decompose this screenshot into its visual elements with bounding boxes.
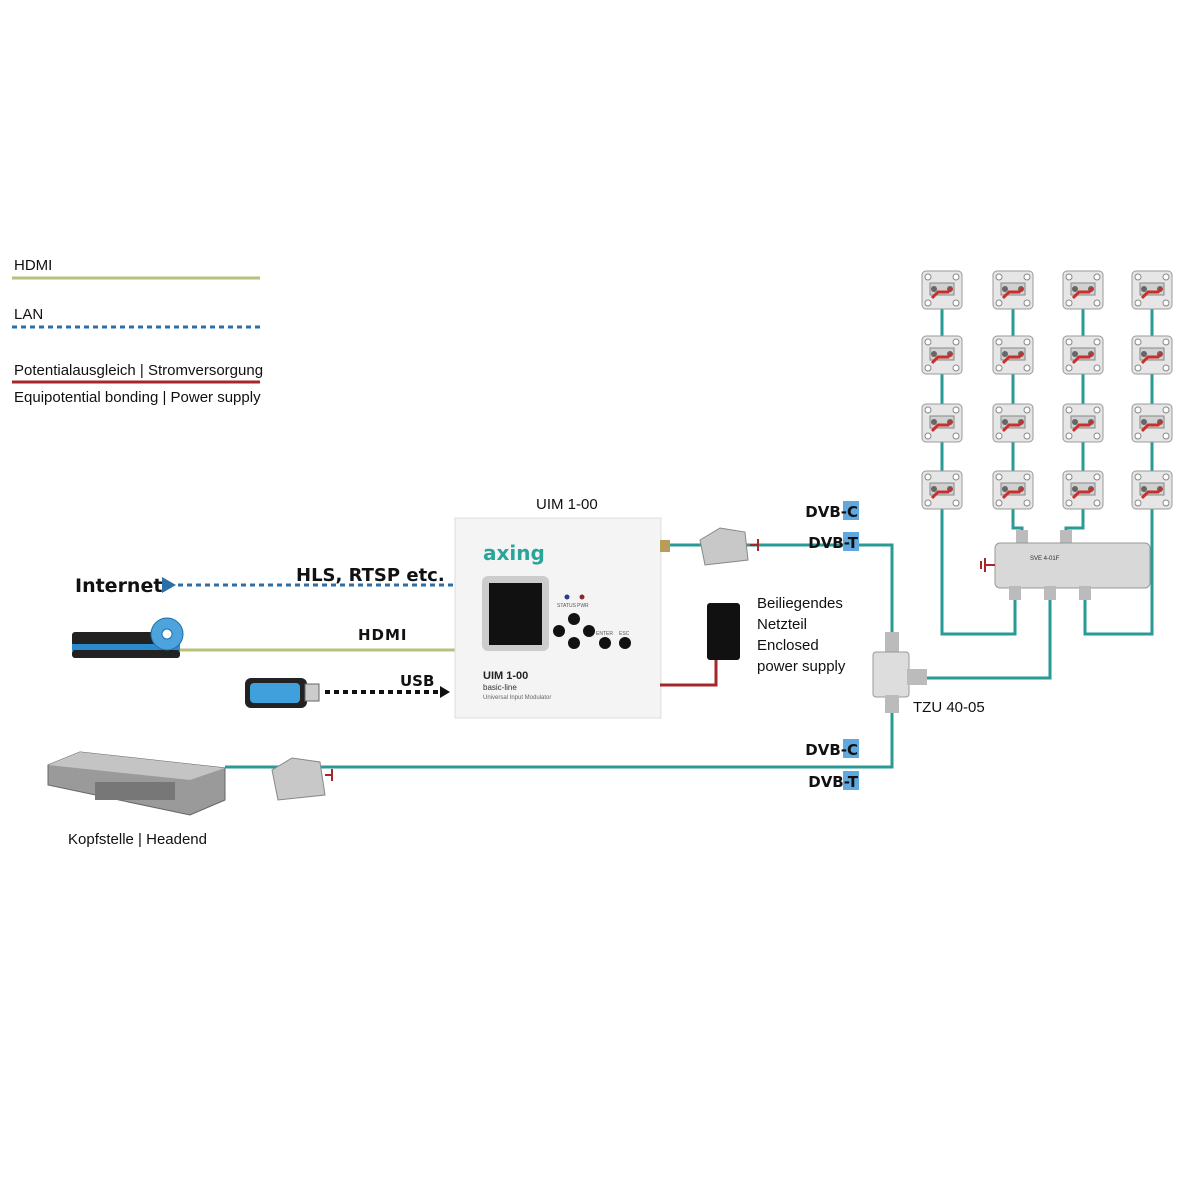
esc-label: ESC (619, 631, 630, 637)
antenna-outlet (920, 269, 964, 311)
antenna-outlet (1130, 334, 1174, 376)
antenna-outlet (920, 402, 964, 444)
dvb-c-logo-bottom: DVB-C (805, 739, 859, 759)
antenna-outlet (1130, 269, 1174, 311)
up-button (568, 613, 580, 625)
antenna-outlet (1130, 402, 1174, 444)
dvb-t-logo-top: DVB-T (808, 532, 859, 552)
modulator-uim: axing STATUS PWR ENTER ESC UIM 1-00 basi… (454, 517, 670, 719)
headend-device (47, 751, 226, 816)
status-led-label: STATUS (557, 603, 577, 609)
splitter-label: SVE 4-01F (1030, 556, 1060, 562)
antenna-outlet (1061, 269, 1105, 311)
dvb-t-label: DVB-T (808, 534, 859, 552)
svg-text:power supply: power supply (757, 658, 846, 675)
enter-label: ENTER (596, 631, 613, 637)
down-button (568, 637, 580, 649)
svg-text:Beiliegendes: Beiliegendes (757, 595, 843, 612)
combiner-tzu (872, 632, 927, 713)
svg-text:Netzteil: Netzteil (757, 616, 807, 633)
antenna-outlet (991, 269, 1035, 311)
antenna-outlet (991, 334, 1035, 376)
antenna-outlet (991, 469, 1035, 511)
antenna-outlet (1061, 469, 1105, 511)
legend-power-label-de: Potentialausgleich | Stromversorgung (14, 362, 263, 379)
headend-label: Kopfstelle | Headend (68, 831, 207, 848)
legend-hdmi-label: HDMI (14, 257, 52, 274)
arrow-icon (440, 686, 450, 698)
usb-label: USB (400, 672, 434, 690)
legend-lan-label: LAN (14, 306, 43, 323)
antenna-outlet (920, 469, 964, 511)
dvb-c-label: DVB-C (805, 741, 858, 759)
dvb-t-logo-bottom: DVB-T (808, 771, 859, 791)
dvb-t-label: DVB-T (808, 773, 859, 791)
series-label: basic-line (483, 683, 517, 692)
antenna-outlet (1130, 469, 1174, 511)
power-cable (660, 660, 718, 687)
pwr-led-label: PWR (577, 603, 589, 609)
dvb-c-logo-top: DVB-C (805, 501, 859, 521)
splitter-sve: SVE 4-01F (980, 530, 1151, 600)
model-label: UIM 1-00 (483, 670, 528, 682)
status-led (564, 594, 570, 600)
bluray-player (72, 617, 184, 658)
modulator-title: UIM 1-00 (536, 496, 598, 513)
enter-button (599, 637, 611, 649)
earth-clamp-bottom (271, 757, 333, 801)
antenna-outlet (991, 402, 1035, 444)
legend-power-label-en: Equipotential bonding | Power supply (14, 389, 261, 406)
combiner-label: TZU 40-05 (913, 699, 985, 716)
hdmi-logo: HDMI (358, 626, 408, 644)
svg-text:Enclosed: Enclosed (757, 637, 819, 654)
protocols-label: HLS, RTSP etc. (296, 565, 445, 586)
esc-button (619, 637, 631, 649)
internet-label: Internet (75, 575, 162, 597)
power-supply-unit (707, 603, 740, 660)
antenna-outlet (1061, 334, 1105, 376)
display-screen (489, 583, 542, 645)
pwr-led (579, 594, 585, 600)
outlet-grid (920, 269, 1174, 511)
usb-stick (245, 678, 320, 708)
brand-logo: axing (483, 541, 545, 565)
earth-clamp-top (699, 527, 759, 566)
antenna-outlet (920, 334, 964, 376)
power-supply-label: Beiliegendes Netzteil Enclosed power sup… (757, 595, 846, 675)
antenna-outlet (1061, 402, 1105, 444)
right-button (583, 625, 595, 637)
arrow-icon (162, 577, 176, 593)
ground-icon (980, 558, 995, 572)
dvb-c-label: DVB-C (805, 503, 858, 521)
left-button (553, 625, 565, 637)
subtitle-label: Universal Input Modulator (483, 695, 551, 701)
